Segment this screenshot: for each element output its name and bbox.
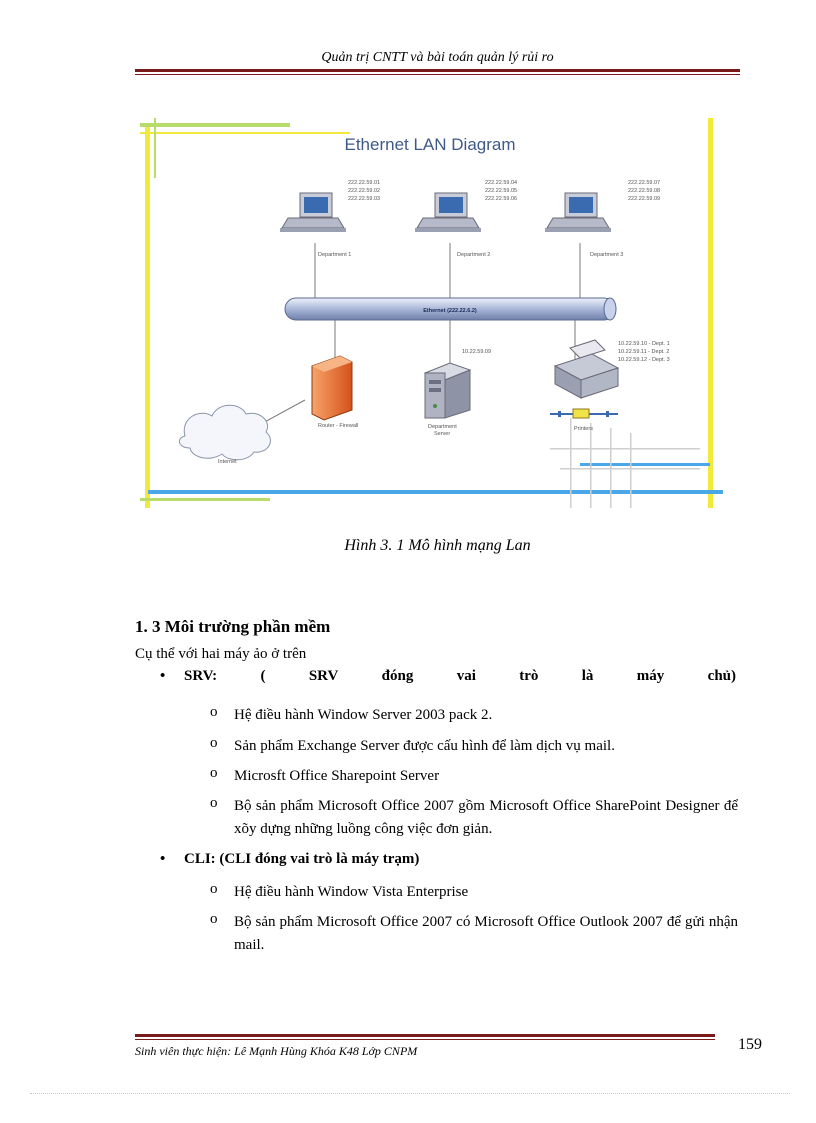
list-item: o Bộ sản phẩm Microsoft Office 2007 có M… (210, 911, 738, 953)
footer-student: Sinh viên thực hiện: Lê Mạnh Hùng Khóa K… (135, 1044, 418, 1058)
printer-ip-2: 10.22.59.11 - Dept. 2 (618, 349, 669, 355)
footer-rule-thin (135, 1039, 715, 1040)
dept2-label: Department 2 (457, 252, 490, 258)
printers-label: Printers (574, 426, 593, 432)
list-item: o Hệ điều hành Window Server 2003 pack 2… (210, 704, 493, 723)
dept1-ip-1: 222.22.59.01 (348, 180, 380, 186)
dept2-ip-3: 222.22.59.06 (485, 196, 517, 202)
bullet-cli: • CLI: (CLI đóng vai trò là máy trạm) (160, 851, 740, 871)
list-item: o Sản phẩm Exchange Server được cấu hình… (210, 735, 615, 754)
bullet-glyph: • (160, 851, 166, 867)
decorative-frame (140, 118, 723, 508)
diagram-title: Ethernet LAN Diagram (344, 135, 515, 154)
dept2-ip-1: 222.22.59.04 (485, 180, 517, 186)
list-item: o Hệ điều hành Window Vista Enterprise (210, 881, 469, 900)
internet-label: Internet (218, 459, 237, 465)
department-3-computer-icon (545, 192, 611, 232)
ethernet-backbone (284, 297, 617, 321)
printer-icon (550, 339, 620, 419)
srv-heading: SRV: ( SRV đóng vai trò là máy chủ) (184, 668, 736, 684)
firewall-icon (311, 355, 353, 421)
dept2-ip-2: 222.22.59.05 (485, 188, 517, 194)
list-item: o Bộ sản phẩm Microsoft Office 2007 gồm … (210, 795, 738, 837)
cli-heading: CLI: (CLI đóng vai trò là máy trạm) (184, 851, 420, 867)
dept3-label: Department 3 (590, 252, 623, 258)
header-rule (135, 69, 740, 72)
list-item: o Microsft Office Sharepoint Server (210, 765, 440, 784)
department-2-computer-icon (415, 192, 481, 232)
header-rule-thin (135, 74, 740, 75)
dept1-label: Department 1 (318, 252, 351, 258)
section-intro: Cụ thể với hai máy ảo ở trên (135, 646, 307, 662)
bullet-glyph: • (160, 668, 166, 684)
section-heading: 1. 3 Môi trường phần mềm (135, 617, 331, 636)
dept3-ip-1: 222.22.59.07 (628, 180, 660, 186)
page-number: 159 (738, 1036, 762, 1053)
printer-ip-1: 10.22.59.10 - Dept. 1 (618, 341, 670, 347)
server-label-2: Server (434, 431, 450, 437)
dept3-ip-2: 222.22.59.08 (628, 188, 660, 194)
department-1-computer-icon (280, 192, 346, 232)
backbone-label: Ethernet (222.22.6.2) (423, 308, 477, 314)
server-label-1: Department (428, 424, 457, 430)
footer-rule (135, 1034, 715, 1037)
figure-caption: Hình 3. 1 Mô hình mạng Lan (344, 537, 531, 554)
printer-ip-3: 10.22.59.12 - Dept. 3 (618, 357, 670, 363)
bullet-srv: • SRV: ( SRV đóng vai trò là máy chủ) (160, 668, 740, 688)
dept1-ip-3: 222.22.59.03 (348, 196, 380, 202)
internet-cloud-icon (178, 404, 271, 461)
router-label: Router - Firewall (318, 423, 358, 429)
lan-diagram-figure: Ethernet LAN Diagram 222.22.59.01 222.22… (140, 118, 730, 513)
server-icon (423, 362, 472, 419)
dept1-ip-2: 222.22.59.02 (348, 188, 380, 194)
lan-diagram: Ethernet LAN Diagram 222.22.59.01 222.22… (140, 118, 723, 508)
running-header: Quản trị CNTT và bài toán quản lý rủi ro (321, 50, 554, 65)
server-ip: 10.22.59.09 (462, 349, 491, 355)
page-bottom-dotted-line (30, 1093, 790, 1094)
dept3-ip-3: 222.22.59.09 (628, 196, 660, 202)
